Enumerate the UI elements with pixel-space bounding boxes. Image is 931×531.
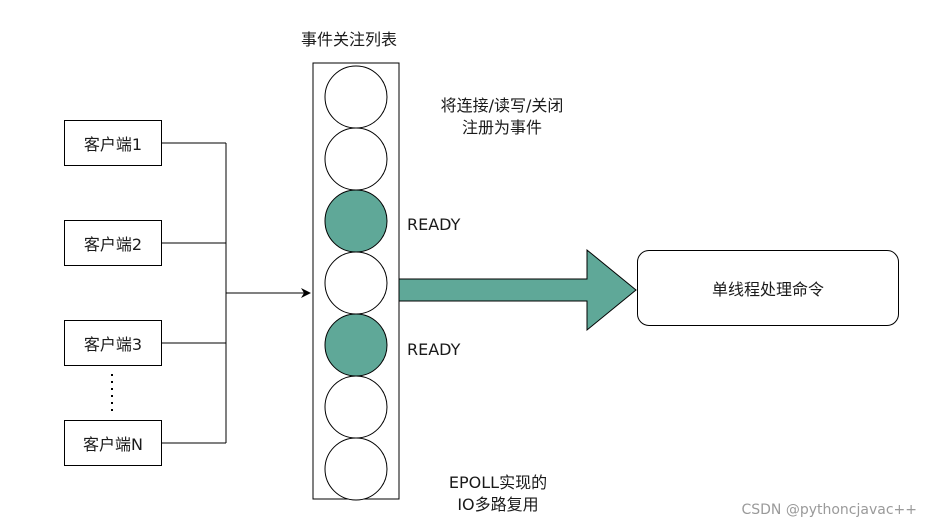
- register-note: 将连接/读写/关闭 注册为事件: [418, 95, 586, 139]
- empty-event-slot: [324, 437, 388, 501]
- ready-label-1: READY: [407, 215, 461, 234]
- register-note-line-2: 注册为事件: [461, 118, 542, 137]
- client-1-box: 客户端1: [64, 120, 162, 166]
- ready-event-slot: [324, 313, 388, 377]
- epoll-note-line-1: EPOLL实现的: [448, 473, 548, 492]
- empty-event-slot: [324, 65, 388, 129]
- single-thread-processor-box: 单线程处理命令: [637, 250, 899, 326]
- ready-event-slot: [324, 189, 388, 253]
- bus-arrowhead: [301, 288, 311, 298]
- epoll-note-line-2: IO多路复用: [457, 495, 539, 514]
- empty-event-slot: [324, 251, 388, 315]
- event-list-title: 事件关注列表: [301, 30, 398, 49]
- client-2-box: 客户端2: [64, 220, 162, 266]
- client-n-box: 客户端N: [64, 420, 162, 466]
- ready-label-2: READY: [407, 340, 461, 359]
- epoll-note: EPOLL实现的 IO多路复用: [418, 472, 578, 516]
- dispatch-arrow: [398, 248, 637, 332]
- client-3-box: 客户端3: [64, 320, 162, 366]
- register-note-line-1: 将连接/读写/关闭: [440, 96, 564, 115]
- empty-event-slot: [324, 375, 388, 439]
- empty-event-slot: [324, 127, 388, 191]
- watermark: CSDN @pythoncjavac++: [741, 502, 917, 518]
